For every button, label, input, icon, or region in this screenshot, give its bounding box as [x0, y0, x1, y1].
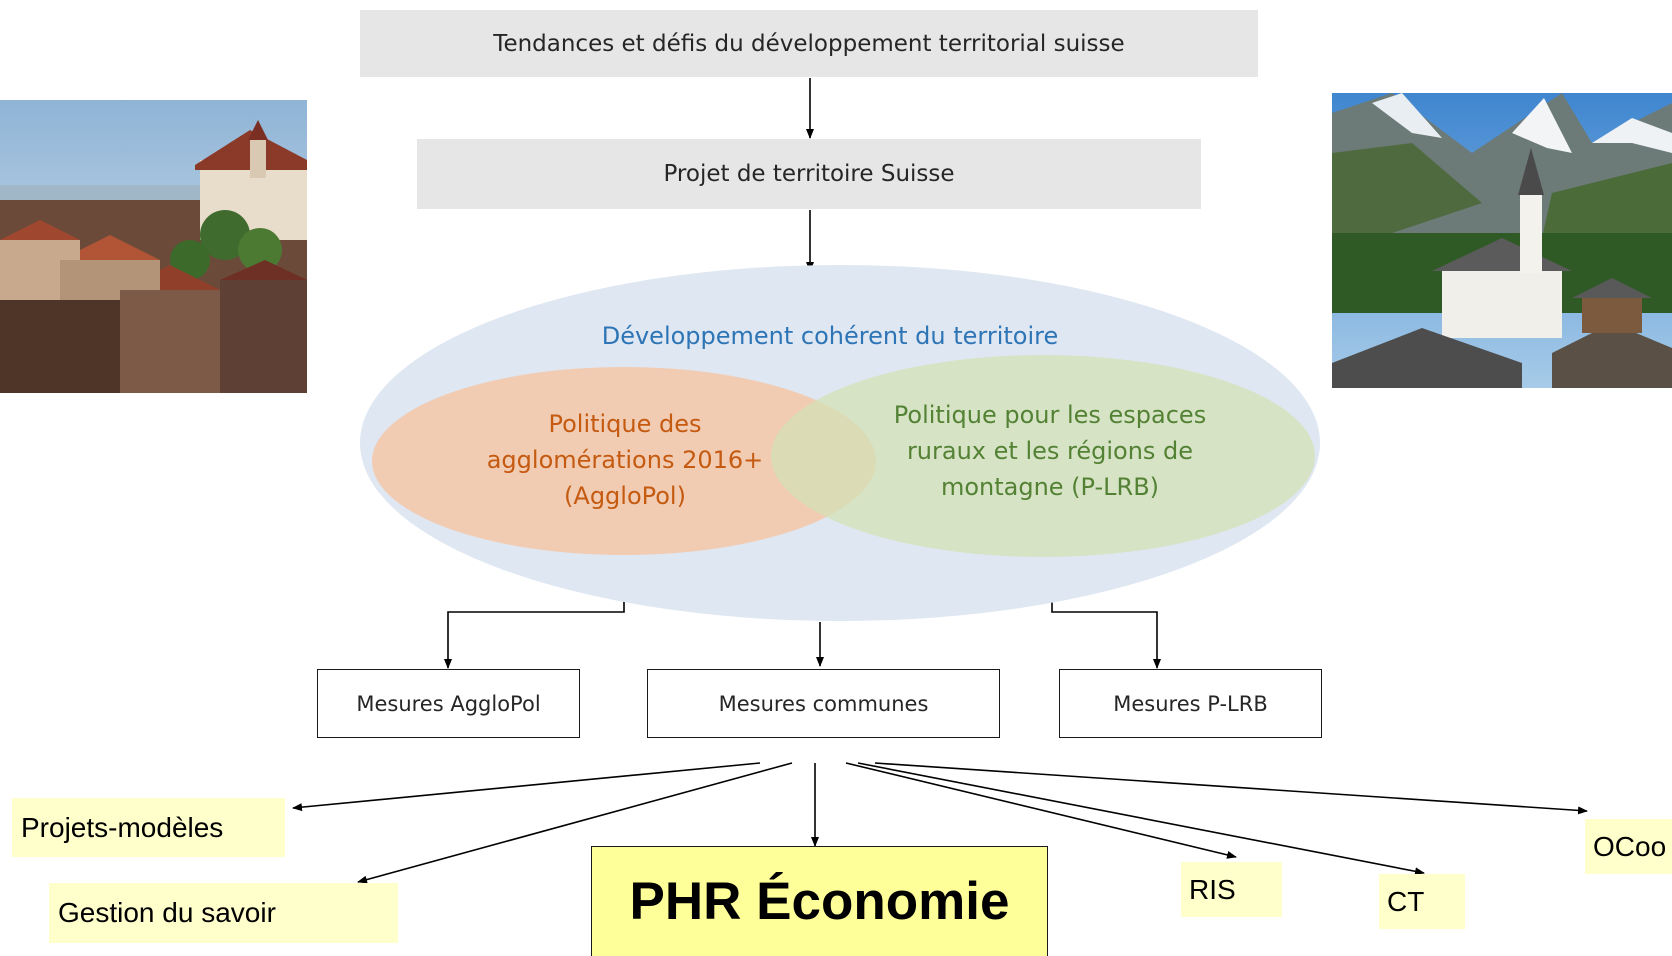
agglopol-measures-label: Mesures AggloPol: [356, 691, 541, 716]
territory-project-box: Projet de territoire Suisse: [417, 139, 1201, 209]
plrb-measures-label: Mesures P-LRB: [1113, 691, 1268, 716]
knowledge-management-label: Gestion du savoir: [49, 883, 398, 943]
ocoo-text: OCoo: [1593, 830, 1667, 862]
village-photo: [1332, 93, 1672, 388]
ocoo-label: OCoo: [1585, 819, 1672, 874]
phr-economy-box: PHR Économie: [591, 846, 1048, 956]
city-photo: [0, 100, 307, 393]
knowledge-management-text: Gestion du savoir: [58, 897, 276, 928]
ellipse-title: Développement cohérent du territoire: [601, 322, 1059, 350]
agglopol-measures-box: Mesures AggloPol: [317, 669, 580, 738]
plrb-measures-box: Mesures P-LRB: [1059, 669, 1322, 738]
rural-mountain-policy-label: Politique pour les espaces ruraux et les…: [893, 401, 1207, 501]
ris-label: RIS: [1181, 862, 1282, 917]
agglomeration-policy-label: Politique des agglomérations 2016+ (Aggl…: [486, 410, 764, 510]
ris-text: RIS: [1189, 873, 1236, 905]
model-projects-text: Projets-modèles: [21, 811, 224, 843]
common-measures-box: Mesures communes: [647, 669, 1000, 738]
trends-box: Tendances et défis du développement terr…: [360, 10, 1258, 77]
model-projects-label: Projets-modèles: [12, 798, 285, 857]
common-measures-label: Mesures communes: [718, 691, 929, 716]
ct-text: CT: [1387, 885, 1425, 917]
phr-economy-label: PHR Économie: [629, 872, 1010, 931]
ct-label: CT: [1379, 874, 1465, 929]
trends-box-label: Tendances et défis du développement terr…: [493, 30, 1125, 57]
territory-project-label: Projet de territoire Suisse: [663, 161, 955, 187]
